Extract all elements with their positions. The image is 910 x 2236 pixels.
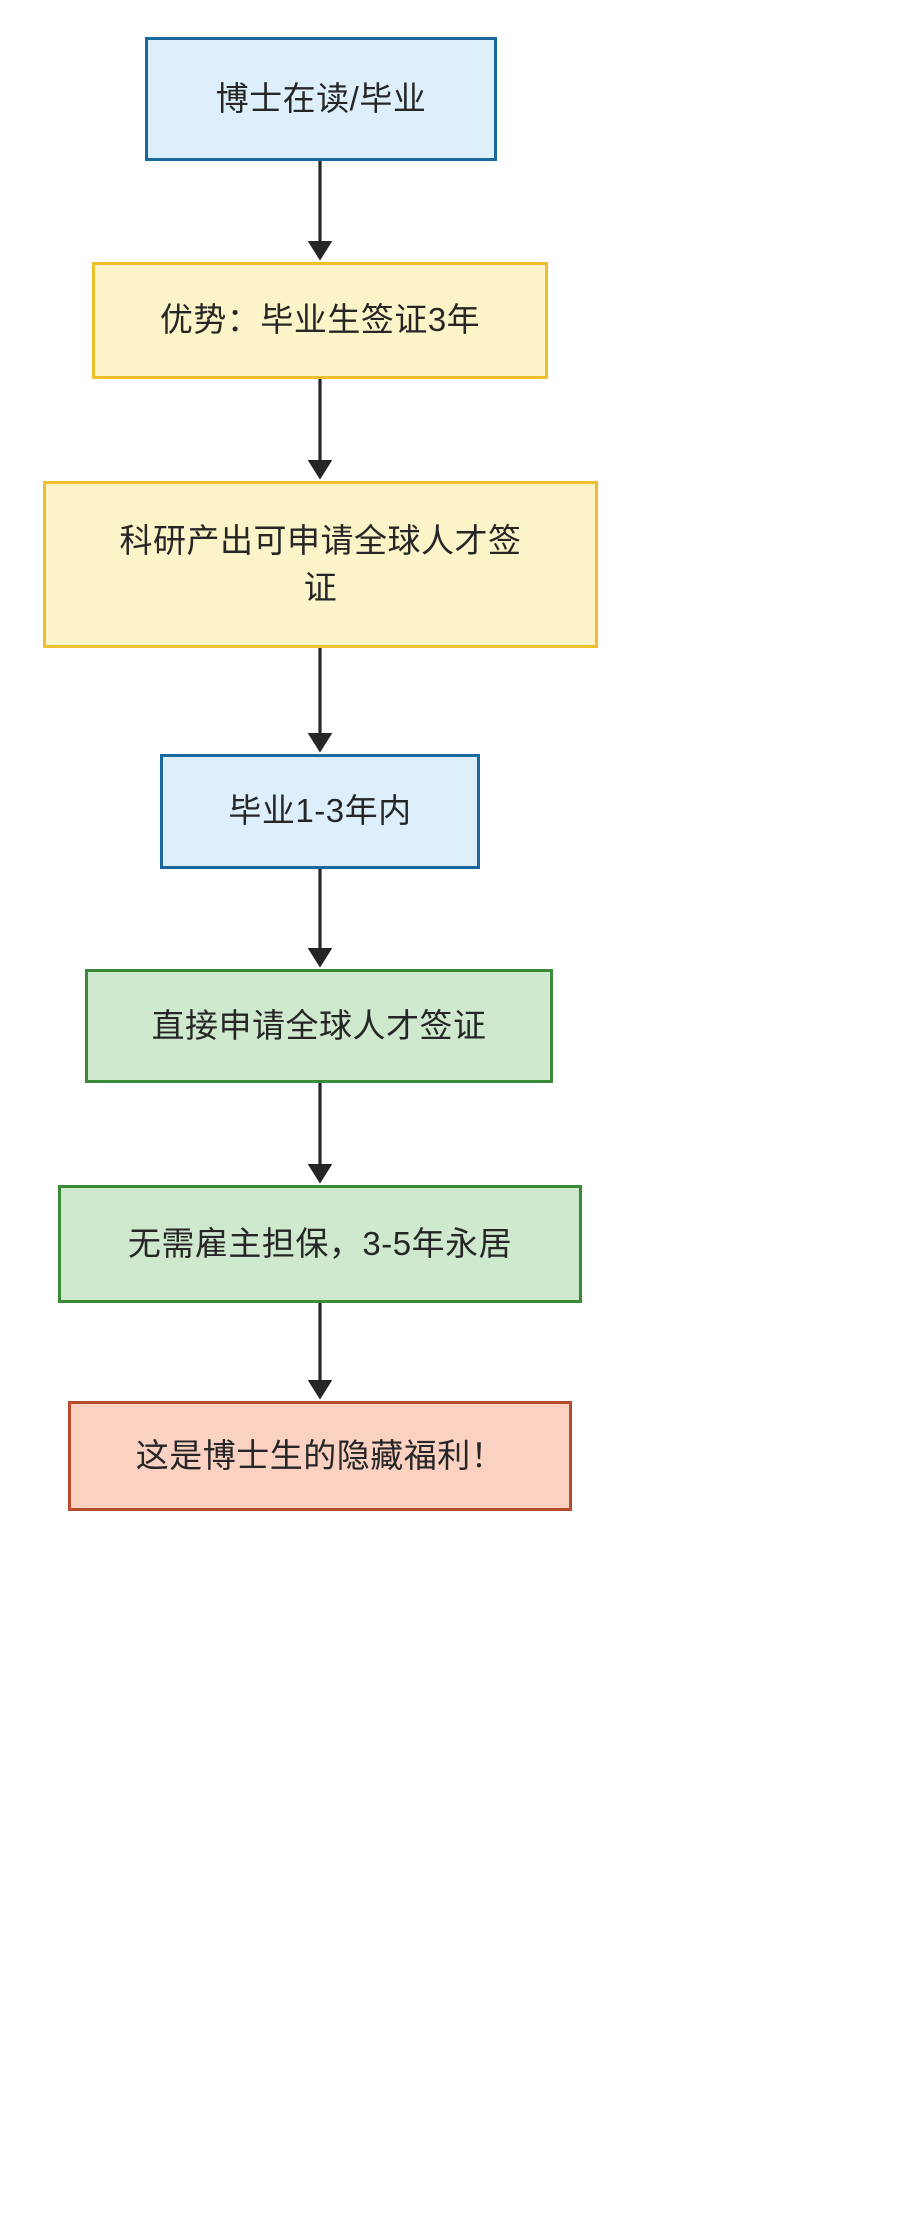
- flow-node-no-sponsor-permanent-residence[interactable]: 无需雇主担保，3-5年永居: [58, 1185, 582, 1303]
- flow-node-graduate-visa-advantage[interactable]: 优势：毕业生签证3年: [92, 262, 548, 379]
- flow-node-label: 这是博士生的隐藏福利！: [135, 1436, 505, 1474]
- flow-node-within-1-3-years[interactable]: 毕业1-3年内: [160, 754, 480, 869]
- flow-node-hidden-benefit-conclusion[interactable]: 这是博士生的隐藏福利！: [68, 1401, 572, 1511]
- flow-node-label: 毕业1-3年内: [228, 792, 412, 830]
- flow-node-label: 直接申请全球人才签证: [151, 1006, 487, 1044]
- flow-node-label: 科研产出可申请全球人才签 证: [119, 521, 522, 606]
- flow-node-phd-status[interactable]: 博士在读/毕业: [145, 37, 497, 161]
- flow-node-label: 博士在读/毕业: [215, 79, 427, 117]
- flow-node-label: 无需雇主担保，3-5年永居: [127, 1224, 513, 1262]
- flow-node-label: 优势：毕业生签证3年: [159, 301, 481, 339]
- flow-node-apply-global-talent-directly[interactable]: 直接申请全球人才签证: [85, 969, 553, 1083]
- flow-node-research-output-global-talent[interactable]: 科研产出可申请全球人才签 证: [43, 481, 598, 648]
